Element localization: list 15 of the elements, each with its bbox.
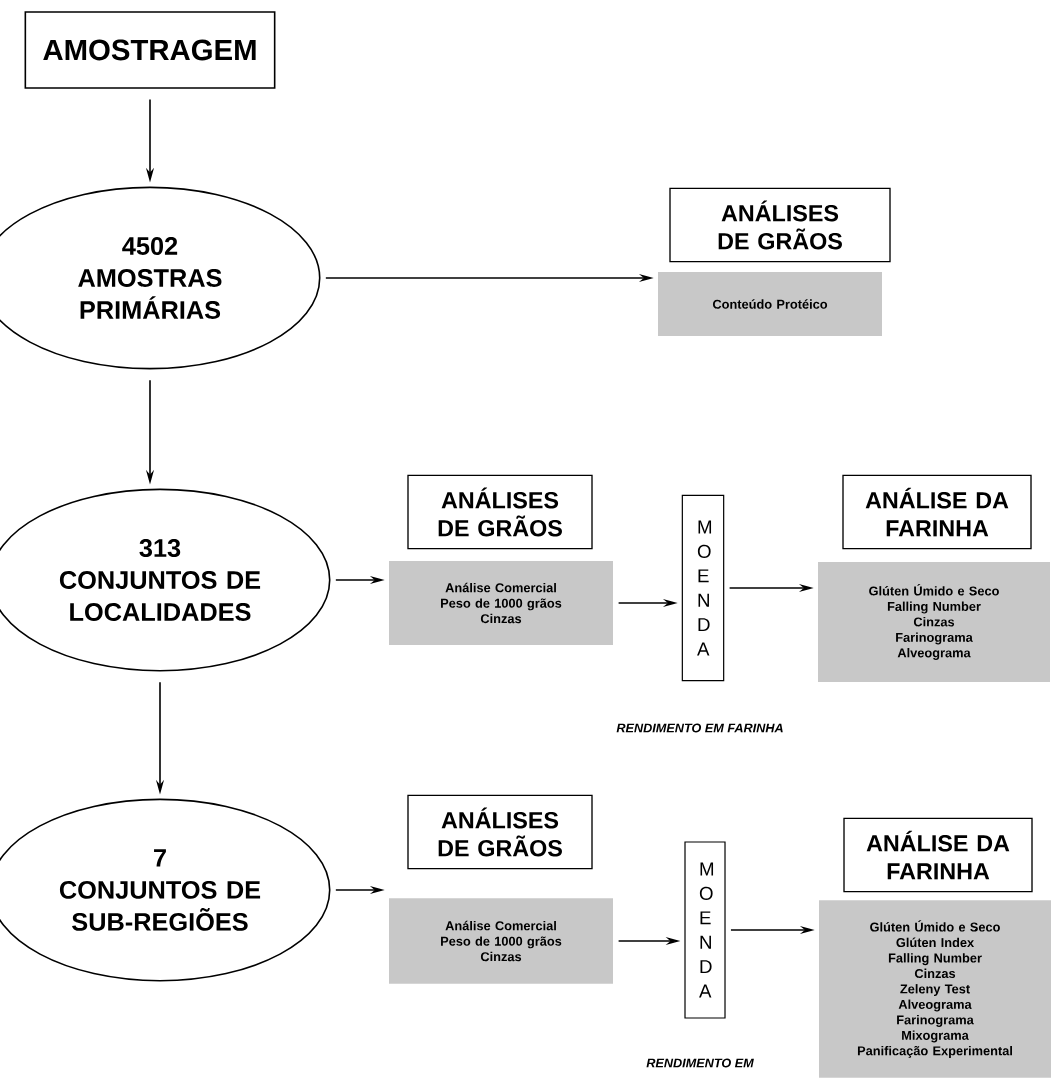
note-text: RENDIMENTO EM FARINHA [616, 723, 783, 733]
heading-box: ANÁLISE DA FARINHA [843, 817, 1033, 893]
heading-box: ANÁLISE DA FARINHA [842, 474, 1032, 550]
heading-box: ANÁLISES DE GRÃOS [407, 474, 593, 550]
heading-box: ANÁLISES DE GRÃOS [407, 794, 593, 870]
analysis-list-box: Glúten Úmido e Seco Glúten Index Falling Number Cinzas Zeleny Test Alveograma Farinograma Mixograma Panificação Experimental [819, 900, 1051, 1078]
milling-box: M O E N D A [684, 841, 726, 1019]
analysis-list-box: Glúten Úmido e Seco Falling Number Cinzas Farinograma Alveograma [818, 562, 1050, 682]
milling-box: M O E N D A [681, 494, 725, 682]
analysis-list-box: Conteúdo Protéico [658, 272, 882, 336]
analysis-list-box: Análise Comercial Peso de 1000 grãos Cinzas [389, 898, 613, 984]
process-box: AMOSTRAGEM [24, 11, 276, 89]
heading-box: ANÁLISES DE GRÃOS [669, 187, 891, 263]
analysis-list-box: Análise Comercial Peso de 1000 grãos Cinzas [389, 561, 613, 645]
note-text: RENDIMENTO EM [646, 1058, 754, 1068]
